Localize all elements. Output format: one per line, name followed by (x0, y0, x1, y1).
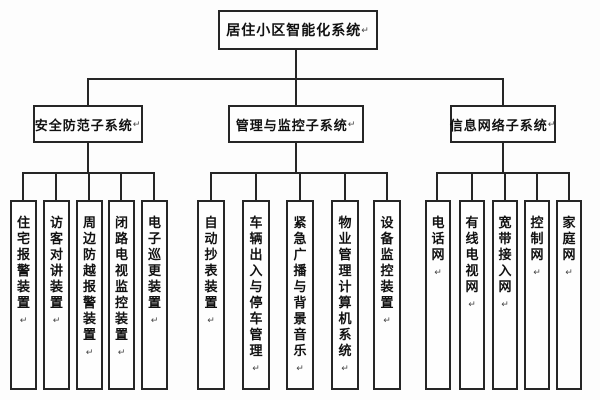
connector-line (255, 172, 257, 200)
branch-label: 管理与监控子系统 (235, 117, 348, 133)
connector-line (502, 78, 504, 105)
connector-line (436, 172, 570, 174)
leaf-box-broadband-net: 宽带接入网↵ (492, 200, 518, 390)
leaf-label: 自动抄表装置↵ (204, 215, 218, 325)
leaf-label: 设备监控装置↵ (380, 215, 394, 325)
leaf-label: 周边防越报警装置↵ (82, 215, 96, 357)
connector-line (344, 172, 346, 200)
leaf-label: 宽带接入网↵ (498, 215, 512, 309)
branch-label: 信息网络子系统 (449, 117, 548, 133)
leaf-label: 住宅报警装置↵ (16, 215, 30, 325)
leaf-box-perimeter-alarm: 周边防越报警装置↵ (76, 200, 103, 390)
leaf-label: 电子巡更装置↵ (147, 215, 161, 325)
leaf-box-electronic-patrol: 电子巡更装置↵ (141, 200, 168, 390)
return-mark: ↵ (207, 315, 215, 325)
connector-line (295, 143, 297, 172)
connector-line (153, 172, 155, 200)
return-mark: ↵ (383, 315, 391, 325)
leaf-label: 控制网↵ (530, 215, 544, 277)
return-mark: ↵ (361, 24, 370, 35)
connector-line (536, 172, 538, 200)
root-box: 居住小区智能化系统↵ (218, 10, 378, 50)
leaf-box-home-net: 家庭网↵ (556, 200, 582, 390)
leaf-label: 物业管理计算机系统↵ (338, 215, 352, 373)
return-mark: ↵ (533, 267, 541, 277)
return-mark: ↵ (252, 363, 260, 373)
connector-line (87, 143, 89, 172)
return-mark: ↵ (434, 267, 442, 277)
return-mark: ↵ (296, 363, 304, 373)
leaf-box-equipment-monitor: 设备监控装置↵ (373, 200, 401, 390)
return-mark: ↵ (501, 299, 509, 309)
connector-line (295, 50, 297, 105)
branch-box-security: 安全防范子系统↵ (33, 105, 143, 143)
leaf-label: 紧急广播与背景音乐↵ (293, 215, 307, 373)
leaf-label: 有线电视网↵ (465, 215, 479, 309)
leaf-box-telephone-net: 电话网↵ (425, 200, 451, 390)
connector-line (22, 172, 24, 200)
leaf-label: 访客对讲装置↵ (49, 215, 63, 325)
connector-line (436, 172, 438, 200)
connector-line (386, 172, 388, 200)
return-mark: ↵ (547, 118, 557, 129)
return-mark: ↵ (132, 118, 142, 129)
return-mark: ↵ (341, 363, 349, 373)
return-mark: ↵ (150, 315, 159, 325)
leaf-box-visitor-intercom: 访客对讲装置↵ (43, 200, 70, 390)
leaf-box-auto-meter-reading: 自动抄表装置↵ (197, 200, 225, 390)
connector-line (88, 172, 90, 200)
connector-line (87, 78, 89, 105)
leaf-box-vehicle-parking-mgmt: 车辆出入与停车管理↵ (242, 200, 270, 390)
connector-line (568, 172, 570, 200)
connector-line (502, 143, 504, 172)
connector-line (120, 172, 122, 200)
return-mark: ↵ (52, 315, 61, 325)
connector-line (55, 172, 57, 200)
leaf-box-home-alarm: 住宅报警装置↵ (10, 200, 37, 390)
branch-box-network: 信息网络子系统↵ (450, 105, 556, 143)
leaf-label: 家庭网↵ (562, 215, 576, 277)
leaf-box-cctv-monitor: 闭路电视监控装置↵ (108, 200, 135, 390)
leaf-label: 电话网↵ (431, 215, 445, 277)
connector-line (504, 172, 506, 200)
return-mark: ↵ (117, 347, 126, 357)
connector-line (299, 172, 301, 200)
branch-box-management: 管理与监控子系统↵ (228, 105, 364, 143)
leaf-box-emergency-broadcast: 紧急广播与背景音乐↵ (286, 200, 314, 390)
leaf-label: 车辆出入与停车管理↵ (249, 215, 263, 373)
connector-line (87, 78, 504, 80)
return-mark: ↵ (85, 347, 94, 357)
return-mark: ↵ (565, 267, 573, 277)
connector-line (210, 172, 212, 200)
leaf-label: 闭路电视监控装置↵ (114, 215, 128, 357)
leaf-box-property-mgmt-computer: 物业管理计算机系统↵ (331, 200, 359, 390)
connector-line (471, 172, 473, 200)
leaf-box-control-net: 控制网↵ (524, 200, 550, 390)
root-label: 居住小区智能化系统 (226, 22, 362, 38)
return-mark: ↵ (347, 118, 357, 129)
branch-label: 安全防范子系统 (34, 117, 133, 133)
return-mark: ↵ (468, 299, 476, 309)
return-mark: ↵ (19, 315, 28, 325)
leaf-box-cable-tv-net: 有线电视网↵ (459, 200, 485, 390)
